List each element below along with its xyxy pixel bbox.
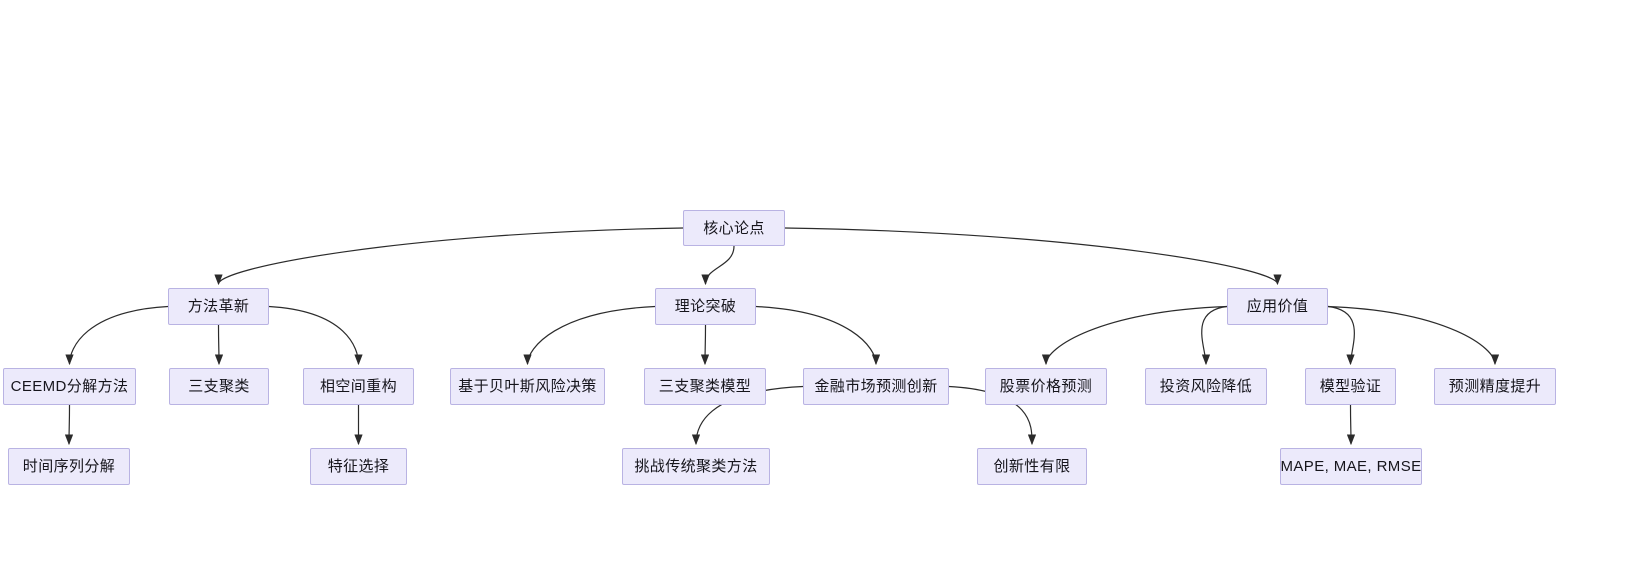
node-l3a[interactable]: CEEMD分解方法	[3, 368, 136, 405]
node-l2b[interactable]: 理论突破	[655, 288, 756, 325]
node-label: 预测精度提升	[1448, 378, 1542, 395]
edge-root-to-l2c	[784, 227, 1282, 286]
node-label: 应用价值	[1246, 298, 1309, 315]
node-label: 投资风险降低	[1159, 378, 1253, 395]
node-label: MAPE, MAE, RMSE	[1280, 458, 1422, 475]
edge-l2b-to-l3d	[523, 305, 656, 366]
node-label: CEEMD分解方法	[10, 378, 129, 395]
edge-l2b-to-l3e	[700, 324, 710, 366]
node-label: 方法革新	[187, 298, 250, 315]
node-label: 相空间重构	[319, 378, 397, 395]
node-l4e[interactable]: MAPE, MAE, RMSE	[1280, 448, 1422, 485]
node-label: 基于贝叶斯风险决策	[458, 378, 597, 395]
node-label: 模型验证	[1319, 378, 1382, 395]
node-label: 股票价格预测	[999, 378, 1093, 395]
node-label: 理论突破	[674, 298, 737, 315]
node-l3c[interactable]: 相空间重构	[303, 368, 414, 405]
edge-l2a-to-l3c	[268, 305, 363, 366]
node-l3g[interactable]: 股票价格预测	[985, 368, 1107, 405]
edge-l3i-to-l4e	[1346, 404, 1356, 446]
node-label: 挑战传统聚类方法	[634, 458, 758, 475]
node-l3j[interactable]: 预测精度提升	[1434, 368, 1556, 405]
node-l2c[interactable]: 应用价值	[1227, 288, 1328, 325]
edge-l2c-to-l3h	[1201, 305, 1228, 366]
edge-l2c-to-l3g	[1041, 305, 1228, 366]
node-label: 金融市场预测创新	[814, 378, 938, 395]
edge-l2a-to-l3b	[214, 324, 224, 366]
node-l3h[interactable]: 投资风险降低	[1145, 368, 1267, 405]
edge-root-to-l2b	[701, 245, 735, 286]
node-l2a[interactable]: 方法革新	[168, 288, 269, 325]
node-l4a[interactable]: 时间序列分解	[8, 448, 130, 485]
edge-l2a-to-l3a	[65, 305, 169, 366]
node-l3e[interactable]: 三支聚类模型	[644, 368, 766, 405]
node-label: 核心论点	[703, 219, 765, 237]
node-root[interactable]: 核心论点	[683, 210, 785, 246]
node-label: 特征选择	[327, 458, 390, 475]
node-l4c[interactable]: 挑战传统聚类方法	[622, 448, 770, 485]
node-label: 时间序列分解	[22, 458, 116, 475]
edge-l3a-to-l4a	[64, 404, 74, 446]
node-l4b[interactable]: 特征选择	[310, 448, 407, 485]
node-label: 三支聚类	[188, 378, 250, 395]
node-label: 三支聚类模型	[658, 378, 752, 395]
edge-l2c-to-l3j	[1327, 305, 1500, 366]
node-label: 创新性有限	[993, 458, 1071, 475]
edge-l2c-to-l3i	[1327, 305, 1355, 366]
node-l3b[interactable]: 三支聚类	[169, 368, 269, 405]
node-l4d[interactable]: 创新性有限	[977, 448, 1087, 485]
node-l3f[interactable]: 金融市场预测创新	[803, 368, 949, 405]
edge-l2b-to-l3f	[755, 305, 881, 366]
node-l3i[interactable]: 模型验证	[1305, 368, 1396, 405]
node-l3d[interactable]: 基于贝叶斯风险决策	[450, 368, 605, 405]
edge-root-to-l2a	[214, 227, 684, 286]
edge-group	[64, 227, 1500, 446]
